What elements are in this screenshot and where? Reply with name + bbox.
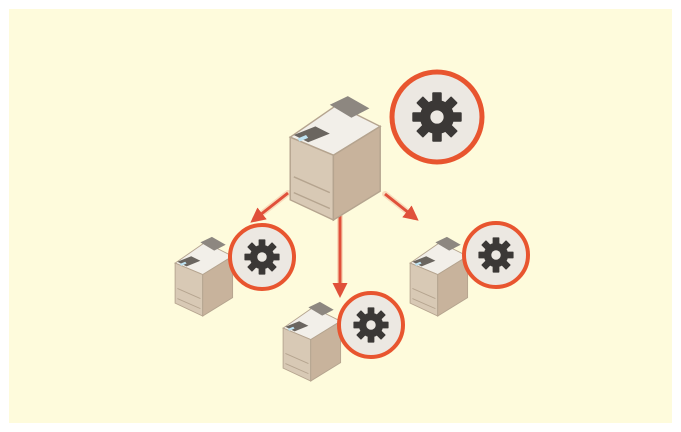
arrow-down-right-icon xyxy=(385,194,414,217)
destination-device-node-1 xyxy=(175,225,294,316)
gear-icon xyxy=(353,307,388,342)
multifunction-printer-icon xyxy=(290,96,380,220)
arrow-down-left-icon xyxy=(255,193,288,219)
edge-arrow-1 xyxy=(255,193,288,219)
multifunction-printer-icon xyxy=(283,302,341,381)
destination-device-node-2 xyxy=(283,293,403,381)
gear-icon xyxy=(412,92,461,141)
destination-device-node-3 xyxy=(410,223,528,316)
multifunction-printer-icon xyxy=(175,237,233,316)
gear-icon xyxy=(478,237,513,272)
edge-arrow-3 xyxy=(385,194,414,217)
multifunction-printer-icon xyxy=(410,237,468,316)
nodes-layer xyxy=(175,72,528,381)
gear-icon xyxy=(244,239,279,274)
